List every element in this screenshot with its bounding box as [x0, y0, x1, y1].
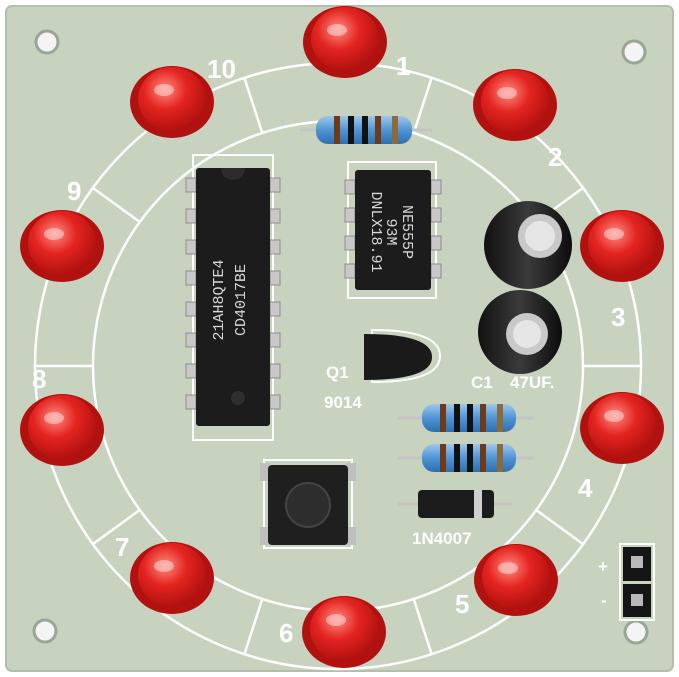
ring-numbers: 1 2 3 4 5 6 7 8 9 10 [32, 51, 625, 648]
ring-number: 2 [548, 142, 562, 172]
ring-divider [92, 186, 141, 224]
minus-label: - [601, 591, 607, 610]
ic-pin [269, 239, 281, 255]
ic-pin [185, 239, 197, 255]
ic-pin [185, 301, 197, 317]
transistor-part-number: 9014 [324, 393, 362, 412]
transistor [364, 328, 442, 384]
ring-number: 9 [67, 176, 81, 206]
ic-pin [344, 263, 356, 279]
resistor [398, 404, 534, 432]
ring-divider [412, 77, 433, 134]
ic-pin [344, 235, 356, 251]
ic-pin [430, 207, 442, 223]
led [580, 392, 664, 464]
capacitor-label: C1 [471, 373, 493, 392]
ic-pin [269, 177, 281, 193]
ic-pin [430, 263, 442, 279]
led [580, 210, 664, 282]
ic-pin [185, 177, 197, 193]
resistor [300, 116, 432, 144]
counter-chip: 21AH8QTE4 CD4017BE [185, 154, 281, 441]
push-button [260, 459, 356, 549]
ring-divider [243, 598, 264, 655]
ring-number: 5 [455, 589, 469, 619]
ic-pin [185, 208, 197, 224]
led [474, 544, 558, 616]
led [473, 69, 557, 141]
timer-chip-marking: NE555P [398, 205, 415, 259]
ring-divider [92, 508, 141, 546]
counter-chip-marking: CD4017BE [233, 264, 250, 336]
ring-number: 10 [207, 54, 236, 84]
led [303, 6, 387, 78]
ic-pin [269, 394, 281, 410]
ring-divider [535, 508, 584, 546]
pcb-board [5, 5, 674, 672]
timer-chip-marking: 93M [382, 218, 399, 245]
led [20, 210, 104, 282]
ic-pin [269, 332, 281, 348]
ic-pin [344, 207, 356, 223]
led [20, 394, 104, 466]
ring-number: 8 [32, 364, 46, 394]
capacitor [484, 201, 572, 289]
ic-pin [269, 208, 281, 224]
ic-pin [430, 235, 442, 251]
ic-pin [269, 363, 281, 379]
diode [398, 490, 512, 518]
ic-pin [185, 270, 197, 286]
ic-pin [185, 394, 197, 410]
ring-number: 3 [611, 302, 625, 332]
ring-number: 1 [396, 51, 410, 81]
led-ring [20, 6, 664, 668]
ring-divider [412, 598, 433, 655]
ic-pin [269, 301, 281, 317]
diode-label: 1N4007 [412, 529, 472, 548]
led [130, 66, 214, 138]
ic-pin [269, 270, 281, 286]
mounting-holes [32, 29, 649, 645]
ring-number: 4 [578, 473, 593, 503]
capacitor-value-label: 47UF. [510, 373, 554, 392]
resistor [398, 444, 534, 472]
timer-chip-marking: DNLX18.91 [367, 191, 384, 272]
ic-pin [185, 332, 197, 348]
transistor-designator: Q1 [326, 363, 349, 382]
ring-dividers [35, 77, 641, 655]
timer-chip: NE555P 93M DNLX18.91 [344, 161, 442, 299]
ring-number: 7 [115, 532, 129, 562]
plus-label: + [598, 557, 608, 576]
ic-pin [430, 179, 442, 195]
ring-number: 6 [279, 618, 293, 648]
ic-pin [185, 363, 197, 379]
power-header [619, 543, 655, 621]
ic-pin [344, 179, 356, 195]
led [302, 596, 386, 668]
counter-chip-marking: 21AH8QTE4 [211, 259, 228, 340]
ring-divider [243, 77, 264, 134]
capacitor [478, 290, 562, 374]
led [130, 542, 214, 614]
